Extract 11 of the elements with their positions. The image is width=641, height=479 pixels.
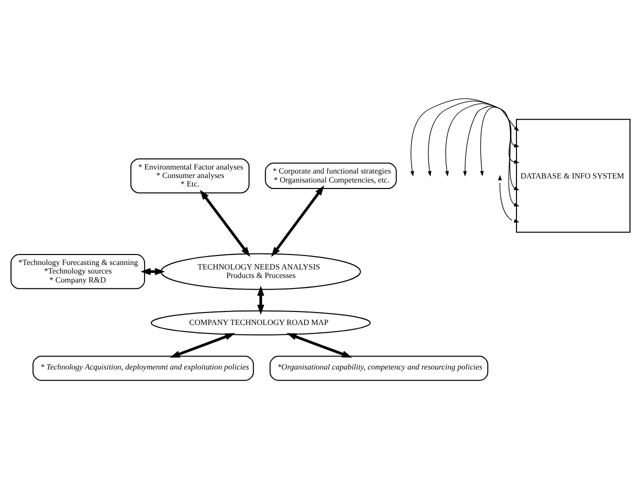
arrow — [463, 106, 520, 190]
arrow — [410, 98, 520, 177]
arrow — [480, 106, 520, 206]
arrow — [200, 190, 250, 257]
arrow — [428, 100, 520, 177]
arrow — [498, 174, 520, 223]
arrow — [271, 185, 324, 257]
arrow — [445, 103, 520, 177]
arrow — [286, 333, 352, 358]
arrow — [257, 286, 264, 315]
arrow — [170, 333, 236, 358]
